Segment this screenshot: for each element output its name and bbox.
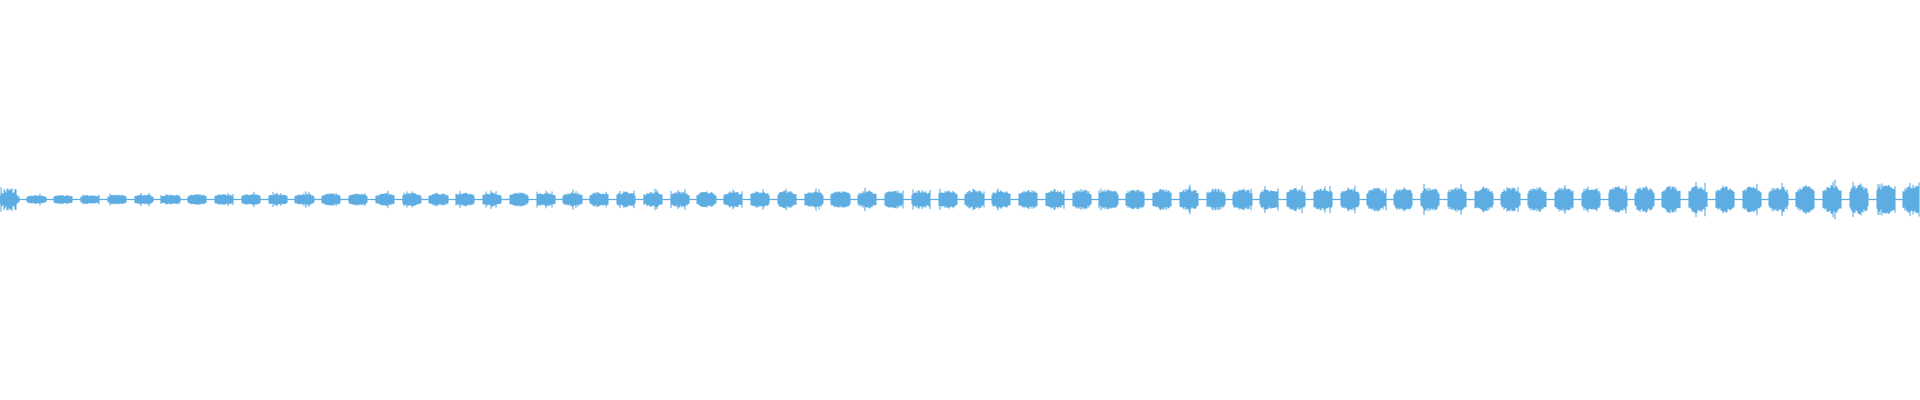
waveform-path: [0, 179, 1920, 220]
